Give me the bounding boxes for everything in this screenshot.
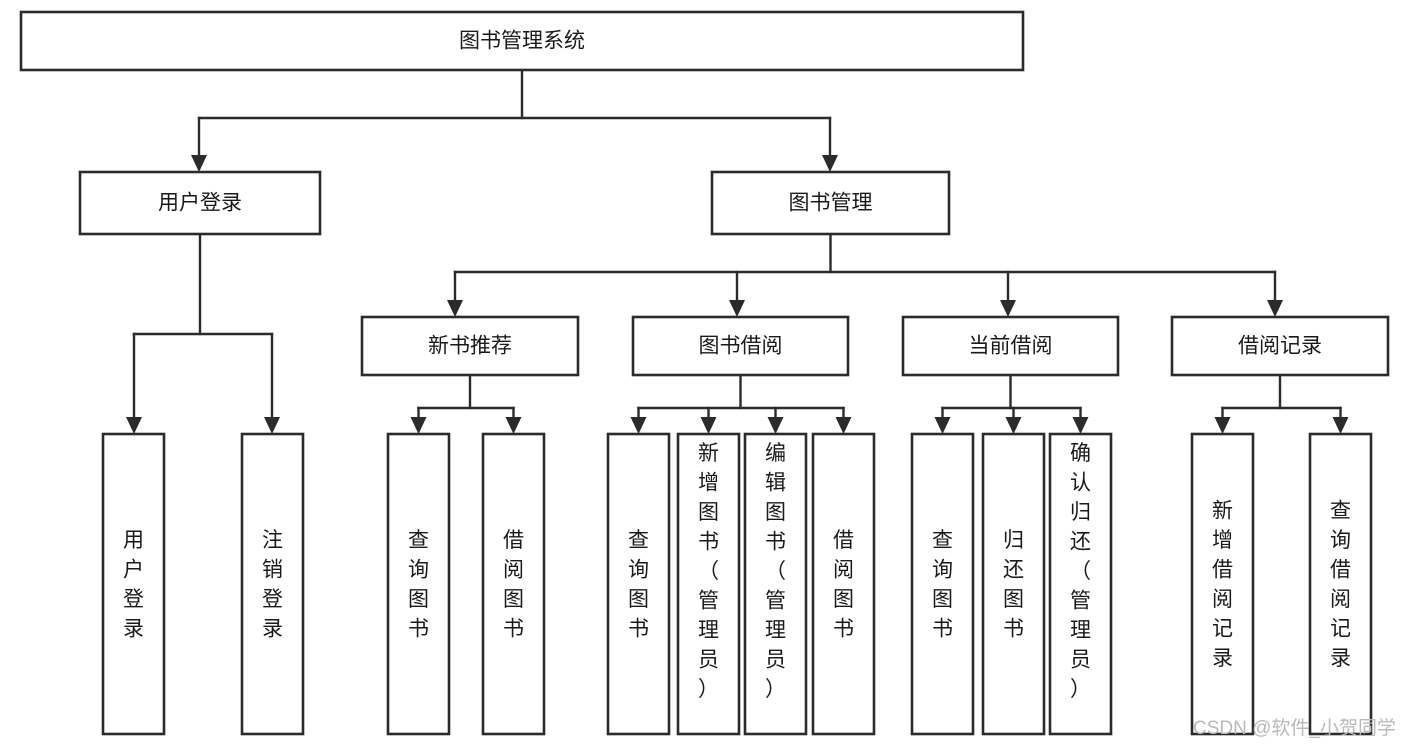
node-box-leaf-query-record[interactable] (1308, 432, 1373, 736)
node-box-root[interactable] (19, 10, 1025, 72)
node-leaf-logout[interactable]: 注销登录 (240, 432, 305, 736)
arrow-head (1267, 300, 1283, 317)
arrow-head (835, 417, 852, 434)
node-leaf-query-book-1[interactable]: 查询图书 (386, 432, 451, 736)
node-leaf-user-login[interactable]: 用户登录 (101, 432, 166, 736)
arrow-head (191, 155, 207, 172)
node-label-book-management: 图书管理 (789, 192, 873, 215)
node-book-management[interactable]: 图书管理 (710, 170, 951, 236)
arrow-head (1072, 417, 1089, 434)
node-new-book-recommend[interactable]: 新书推荐 (360, 315, 580, 377)
node-leaf-add-book[interactable]: 新增图书（管理员） (676, 432, 741, 736)
node-box-leaf-add-record[interactable] (1190, 432, 1255, 736)
node-box-book-management[interactable] (710, 170, 951, 236)
arrow-head (1000, 300, 1016, 317)
node-book-borrow[interactable]: 图书借阅 (631, 315, 850, 377)
node-label-leaf-add-book: 新增图书（管理员） (698, 442, 719, 701)
node-label-leaf-user-login: 用户登录 (123, 529, 144, 641)
connectors-layer (126, 68, 1349, 434)
arrow-head (630, 417, 647, 434)
watermark-label: CSDN @软件_小贺同学 (1193, 717, 1396, 739)
arrow-head (1005, 417, 1022, 434)
node-box-leaf-user-login[interactable] (101, 432, 166, 736)
node-label-current-borrow: 当前借阅 (969, 335, 1053, 358)
node-label-leaf-logout: 注销登录 (262, 529, 283, 641)
node-label-leaf-query-book-3: 查询图书 (932, 529, 953, 641)
node-leaf-borrow-book-1[interactable]: 借阅图书 (481, 432, 546, 736)
node-label-leaf-borrow-book-2: 借阅图书 (833, 529, 854, 641)
node-leaf-add-record[interactable]: 新增借阅记录 (1190, 432, 1255, 736)
node-leaf-query-book-2[interactable]: 查询图书 (606, 432, 671, 736)
node-label-leaf-query-book-1: 查询图书 (408, 529, 429, 641)
node-leaf-edit-book[interactable]: 编辑图书（管理员） (743, 432, 808, 736)
arrow-head (1332, 417, 1349, 434)
node-label-leaf-query-record: 查询借阅记录 (1330, 500, 1351, 671)
arrow-head (822, 155, 838, 172)
node-box-new-book-recommend[interactable] (360, 315, 580, 377)
node-box-user-login[interactable] (78, 170, 322, 236)
arrow-head (126, 417, 142, 434)
node-label-leaf-query-book-2: 查询图书 (628, 529, 649, 641)
arrow-head (447, 300, 463, 317)
arrow-head (264, 417, 280, 434)
node-label-borrow-record: 借阅记录 (1238, 335, 1322, 358)
node-box-current-borrow[interactable] (901, 315, 1120, 377)
node-label-root: 图书管理系统 (459, 30, 585, 53)
node-box-leaf-query-book-1[interactable] (386, 432, 451, 736)
arrow-head (729, 300, 745, 317)
node-label-leaf-borrow-book-1: 借阅图书 (503, 529, 524, 641)
node-root[interactable]: 图书管理系统 (19, 10, 1025, 72)
node-box-leaf-add-book[interactable] (676, 432, 741, 736)
node-box-leaf-return-book[interactable] (981, 432, 1046, 736)
arrow-head (1214, 417, 1231, 434)
node-label-leaf-add-record: 新增借阅记录 (1212, 500, 1233, 671)
node-box-leaf-edit-book[interactable] (743, 432, 808, 736)
node-box-leaf-logout[interactable] (240, 432, 305, 736)
node-box-leaf-borrow-book-2[interactable] (811, 432, 876, 736)
node-leaf-borrow-book-2[interactable]: 借阅图书 (811, 432, 876, 736)
arrow-head (767, 417, 784, 434)
node-leaf-query-book-3[interactable]: 查询图书 (910, 432, 975, 736)
node-label-leaf-confirm-return: 确认归还（管理员） (1070, 442, 1091, 701)
node-label-leaf-return-book: 归还图书 (1003, 529, 1024, 641)
node-label-new-book-recommend: 新书推荐 (428, 335, 512, 358)
node-box-leaf-query-book-3[interactable] (910, 432, 975, 736)
node-box-book-borrow[interactable] (631, 315, 850, 377)
arrow-head (934, 417, 951, 434)
node-label-user-login: 用户登录 (158, 192, 242, 215)
node-user-login[interactable]: 用户登录 (78, 170, 322, 236)
nodes-layer: 图书管理系统用户登录图书管理新书推荐图书借阅当前借阅借阅记录用户登录注销登录查询… (19, 10, 1390, 736)
arrow-head (410, 417, 427, 434)
node-leaf-query-record[interactable]: 查询借阅记录 (1308, 432, 1373, 736)
node-label-book-borrow: 图书借阅 (699, 335, 783, 358)
node-box-leaf-query-book-2[interactable] (606, 432, 671, 736)
node-box-leaf-borrow-book-1[interactable] (481, 432, 546, 736)
node-borrow-record[interactable]: 借阅记录 (1170, 315, 1390, 377)
node-box-borrow-record[interactable] (1170, 315, 1390, 377)
arrow-head (700, 417, 717, 434)
node-label-leaf-edit-book: 编辑图书（管理员） (765, 442, 786, 701)
node-leaf-return-book[interactable]: 归还图书 (981, 432, 1046, 736)
arrow-head (505, 417, 522, 434)
node-current-borrow[interactable]: 当前借阅 (901, 315, 1120, 377)
node-box-leaf-confirm-return[interactable] (1048, 432, 1113, 736)
node-leaf-confirm-return[interactable]: 确认归还（管理员） (1048, 432, 1113, 736)
